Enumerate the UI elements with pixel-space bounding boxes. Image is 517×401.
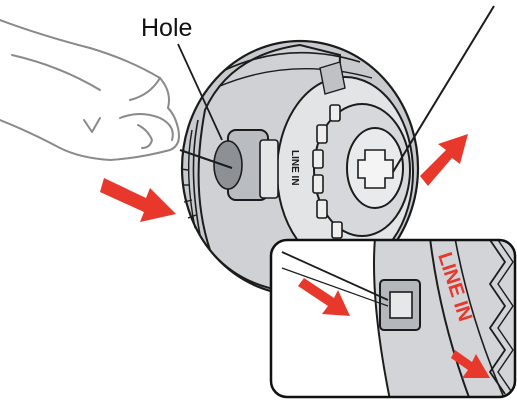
arrow-icon: [100, 178, 176, 222]
trimmer-line: [392, 5, 495, 173]
inset-view: LINE IN: [269, 238, 517, 399]
hole-leader-line: [177, 43, 223, 141]
spool-marking-text: LINE IN: [289, 150, 300, 186]
inset-frame: [269, 238, 517, 399]
trimmer-line-end: [179, 149, 233, 169]
arrow-icon: [451, 350, 490, 378]
hole-label: Hole: [141, 14, 193, 42]
arrow-icon: [298, 278, 350, 316]
arrow-icon: [420, 134, 468, 186]
hand-icon: [0, 19, 180, 161]
